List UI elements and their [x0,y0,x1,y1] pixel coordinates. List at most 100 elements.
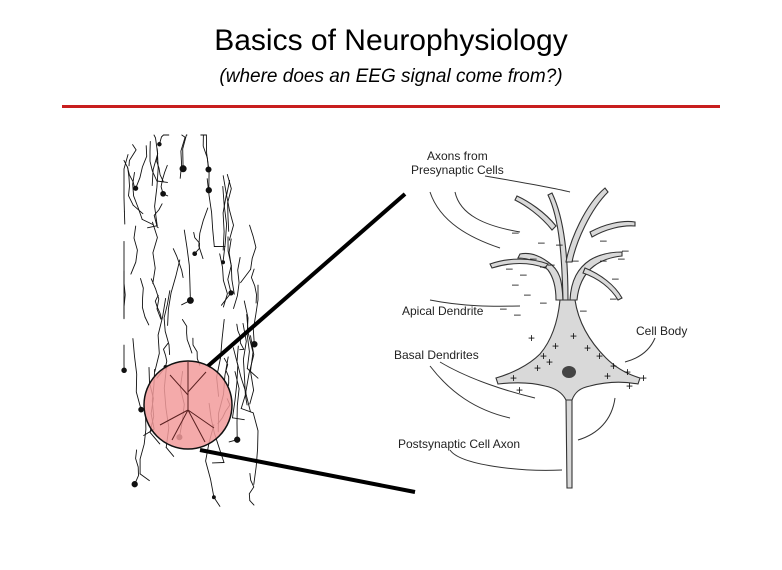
minus-sign: – [530,251,537,265]
dendrite-stroke [127,166,134,206]
magnified-neuron [159,362,215,443]
dendrite-stroke [172,248,184,279]
plus-sign: + [596,349,603,363]
dendrite-branch [156,226,159,229]
dendrite-stroke [243,300,250,369]
minus-sign: – [540,295,547,309]
dendrite-branch [240,408,254,414]
label-basal-dendrites: Basal Dendrites [394,348,479,362]
dendrite-stroke [152,221,158,284]
minus-sign: – [572,253,579,267]
soma-dot [205,187,212,194]
plus-sign: + [640,371,647,385]
dendrite-stroke [227,236,235,295]
soma-dot [234,436,241,443]
dendrite-stroke [132,338,142,411]
soma-dot [131,481,138,488]
soma-dot [186,296,194,304]
dendrite-branch [244,395,248,406]
plus-sign: + [610,359,617,373]
dendrite-stroke [135,145,148,189]
plus-sign: + [540,349,547,363]
plus-sign: + [624,365,631,379]
minus-sign: – [540,259,547,273]
dendrite-branch [141,218,154,226]
minus-sign: – [556,237,563,251]
minus-sign: – [600,253,607,267]
dendrite-stroke [163,290,171,346]
dendrite-branch [249,389,255,405]
label-cell-body: Cell Body [636,324,687,338]
dendrite-branch [240,268,252,284]
neuron-schematic [489,187,641,489]
label-axon: Postsynaptic Cell Axon [398,437,520,451]
minus-sign: – [548,257,555,271]
dendrite-branch [132,204,144,215]
dendrite-branch [165,446,175,457]
soma-dot [157,141,162,147]
dendrite-stroke [236,345,247,409]
dendrite-stroke [226,179,234,241]
dendrite-stroke [160,164,168,195]
dendrite-stroke [134,449,139,485]
dendrite-stroke [219,253,228,308]
dendrite-stroke [167,259,181,326]
soma-dot [160,190,166,197]
label-arrows [429,175,656,471]
dendrite-stroke [200,134,209,170]
minus-sign: – [610,291,617,305]
dendrite-branch [249,500,255,506]
dendrite-stroke [181,319,191,347]
dendrite-stroke [192,337,201,366]
plus-sign: + [552,339,559,353]
dendrite-stroke [234,371,240,441]
plus-sign: + [604,369,611,383]
dendrite-stroke [249,224,257,270]
minus-sign: – [618,251,625,265]
dendrite-stroke [248,472,255,502]
dendrite-stroke [139,413,147,475]
minus-sign: – [622,243,629,257]
cortex-tissue [121,134,259,507]
slide-subtitle: (where does an EEG signal come from?) [219,66,563,87]
slide-title: Basics of Neurophysiology [214,24,568,57]
soma-dot [211,495,216,500]
soma-dot [251,340,258,348]
title-divider [62,105,720,108]
charge-signs: –––––––––––––––––––––+++++++++++++++ [500,225,647,397]
dendrite-stroke [153,203,163,228]
plus-sign: + [528,331,535,345]
dendrite-branch [144,316,150,326]
dendrite-stroke [233,257,241,309]
dendrite-stroke [252,284,259,345]
minus-sign: – [506,261,513,275]
dendrite-stroke [222,186,228,263]
plus-sign: + [584,341,591,355]
minus-sign: – [538,235,545,249]
label-axons-line1: Axons from [427,149,488,163]
dendrite-stroke [150,278,162,320]
dendrite-stroke [250,268,257,304]
minus-sign: – [514,307,521,321]
plus-sign: + [510,371,517,385]
dendrite-stroke [132,171,143,220]
minus-sign: – [524,287,531,301]
plus-sign: + [570,329,577,343]
dendrite-stroke [158,134,170,145]
dendrite-stroke [154,298,167,373]
dendrite-stroke [123,154,129,213]
dendrite-stroke [179,134,186,179]
dendrite-branch [147,225,158,229]
zoom-line-bottom [199,448,416,494]
soma-dot [192,251,198,257]
zoom-line-top [206,192,407,368]
dendrite-branch [168,344,171,355]
plus-sign: + [626,379,633,393]
dendrite-stroke [128,144,137,167]
dendrite-branch [149,431,161,445]
dendrite-stroke [201,134,210,191]
dendrite-stroke [162,342,169,368]
dendrite-stroke [198,207,209,260]
dendrite-branch [246,368,259,379]
